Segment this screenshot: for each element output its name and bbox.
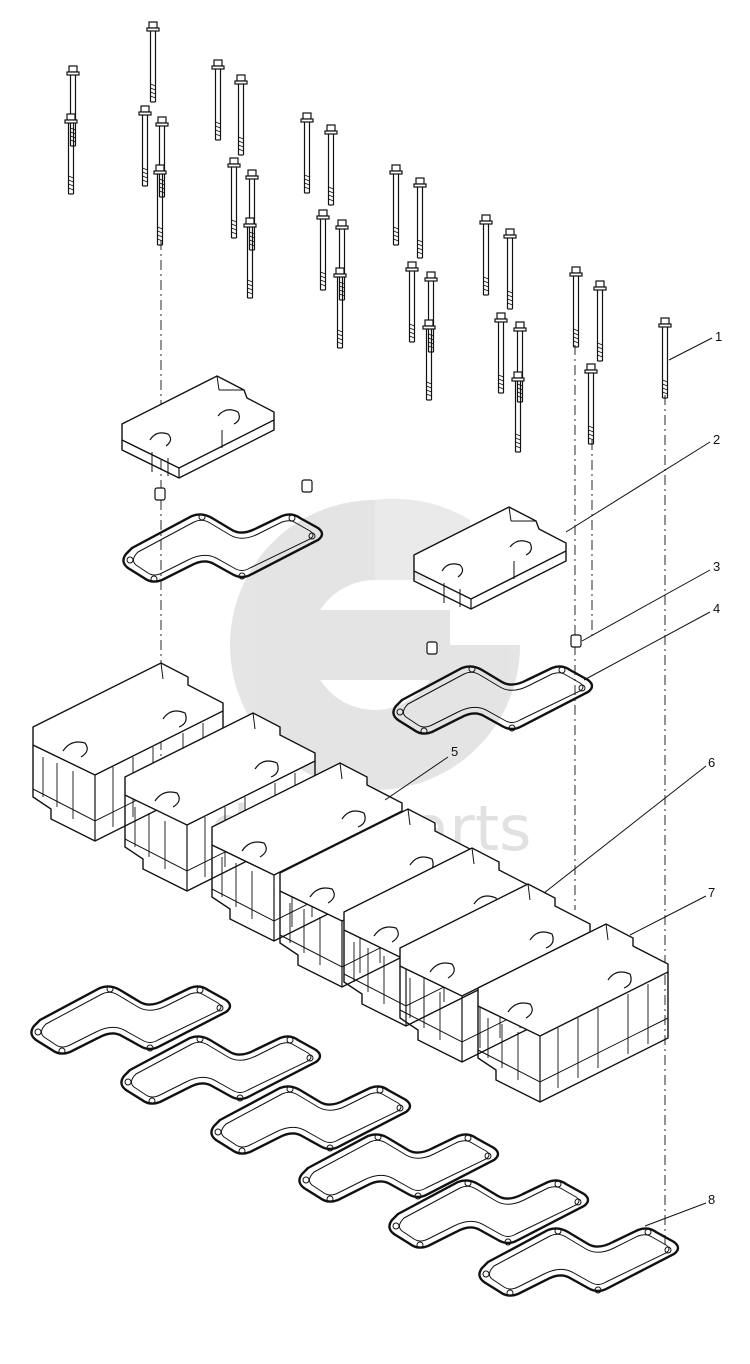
- base-gasket-set: [30, 984, 680, 1298]
- callout-6: 6: [708, 755, 715, 770]
- callout-8: 8: [708, 1192, 715, 1207]
- callout-5: 5: [451, 744, 458, 759]
- callout-2: 2: [713, 432, 720, 447]
- callout-3: 3: [713, 559, 720, 574]
- callout-1: 1: [715, 329, 722, 344]
- spacer-sleeve-left: [154, 479, 313, 501]
- bolt-set: [64, 21, 672, 453]
- callout-leaders: [384, 337, 713, 1227]
- callout-labels: 1 2 3 4 5 6 7 8: [451, 329, 722, 1207]
- spacer-sleeve-right: [426, 634, 582, 655]
- callout-7: 7: [708, 885, 715, 900]
- callout-4: 4: [713, 601, 720, 616]
- cover-cap-left: [121, 375, 275, 479]
